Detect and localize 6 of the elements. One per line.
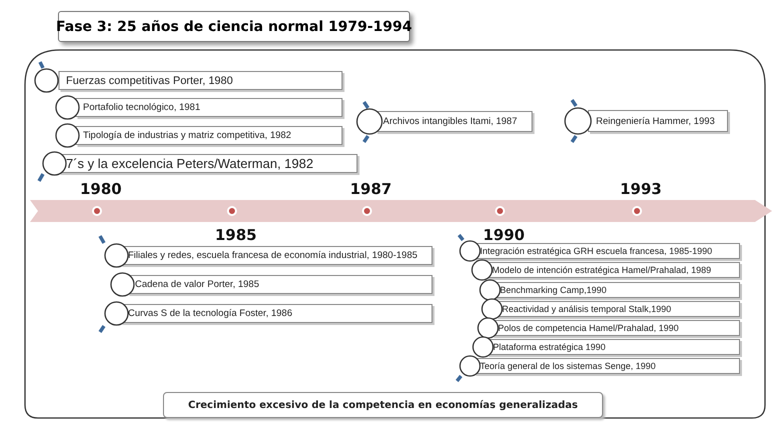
year-label: 1985 — [215, 226, 257, 244]
summary-box: Crecimiento excesivo de la competencia en economías generalizadas — [163, 392, 603, 418]
year-label: 1993 — [620, 180, 662, 198]
year-label: 1987 — [350, 180, 392, 198]
title-box: Fase 3: 25 años de ciencia normal 1979-1994 — [58, 11, 410, 42]
year-label: 1980 — [80, 180, 122, 198]
